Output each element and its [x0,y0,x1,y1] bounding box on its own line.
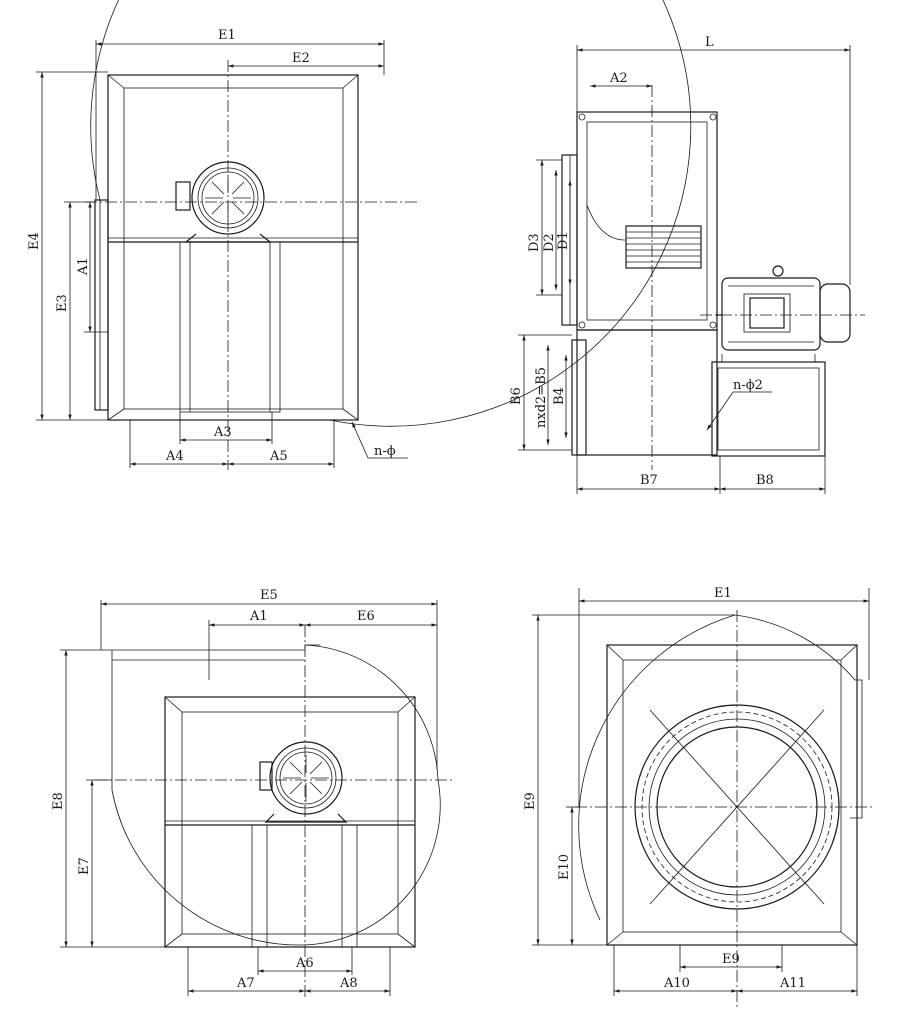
housing-side [576,111,718,331]
dim-E9-vertical: E9 [523,792,538,810]
dim-A11: A11 [779,976,806,991]
dim-E1: E1 [218,28,236,43]
dim-B6: B6 [509,387,524,405]
dim-L: L [705,35,714,50]
dim-E7: E7 [77,857,92,875]
dim-A8: A8 [339,976,358,991]
motor-stand [179,241,281,413]
inlet-flange [94,199,109,411]
dim-A5: A5 [269,449,288,464]
dim-B4: B4 [552,387,567,405]
dim-E1-rear: E1 [714,586,732,601]
dim-A1: A1 [76,257,91,276]
dim-E2: E2 [292,51,310,66]
frame-inner [123,87,344,410]
motor-icon [259,741,348,823]
dim-A1-front2: A1 [249,609,268,624]
dim-nxd2-B5: nxd2=B5 [534,367,549,428]
note-n-phi2: n-ϕ2 [733,378,763,393]
dim-D1: D1 [556,231,571,250]
dim-E6: E6 [357,609,375,624]
dim-D2: D2 [542,233,557,252]
scroll-housing-outline [90,0,692,427]
dim-E9-horizontal: E9 [722,952,740,967]
dim-E4: E4 [27,232,42,250]
dim-B7: B7 [640,473,658,488]
dim-E8: E8 [51,792,66,810]
note-n-phi: n-ϕ [374,444,396,459]
dim-A10: A10 [663,976,690,991]
dim-E5: E5 [260,588,278,603]
dim-A7: A7 [236,976,255,991]
front-view-2: E5 A1 E6 E8 E7 A6 A7 A8 [51,588,455,1000]
frame-outer [107,74,359,421]
scroll-housing-outline [578,614,863,921]
dim-B8: B8 [756,473,774,488]
dim-D3: D3 [527,233,542,252]
dim-E3: E3 [55,294,70,312]
dim-A2: A2 [609,71,628,86]
dim-A3: A3 [213,425,232,440]
front-view: E1 E2 E4 E3 A1 A3 A4 A5 n-ϕ [27,0,692,470]
flange-bolt-icon [578,113,717,329]
dim-E10: E10 [557,854,572,880]
side-view: L A2 D3 D2 D1 B6 nxd2=B5 B4 n-ϕ2 B7 B8 [509,35,865,494]
rear-view: E1 E9 E10 E9 A10 A11 [523,586,872,1010]
dim-A4: A4 [165,449,184,464]
motor-icon [716,265,851,351]
scroll-housing-outline [111,644,441,946]
dim-A6: A6 [295,956,314,971]
